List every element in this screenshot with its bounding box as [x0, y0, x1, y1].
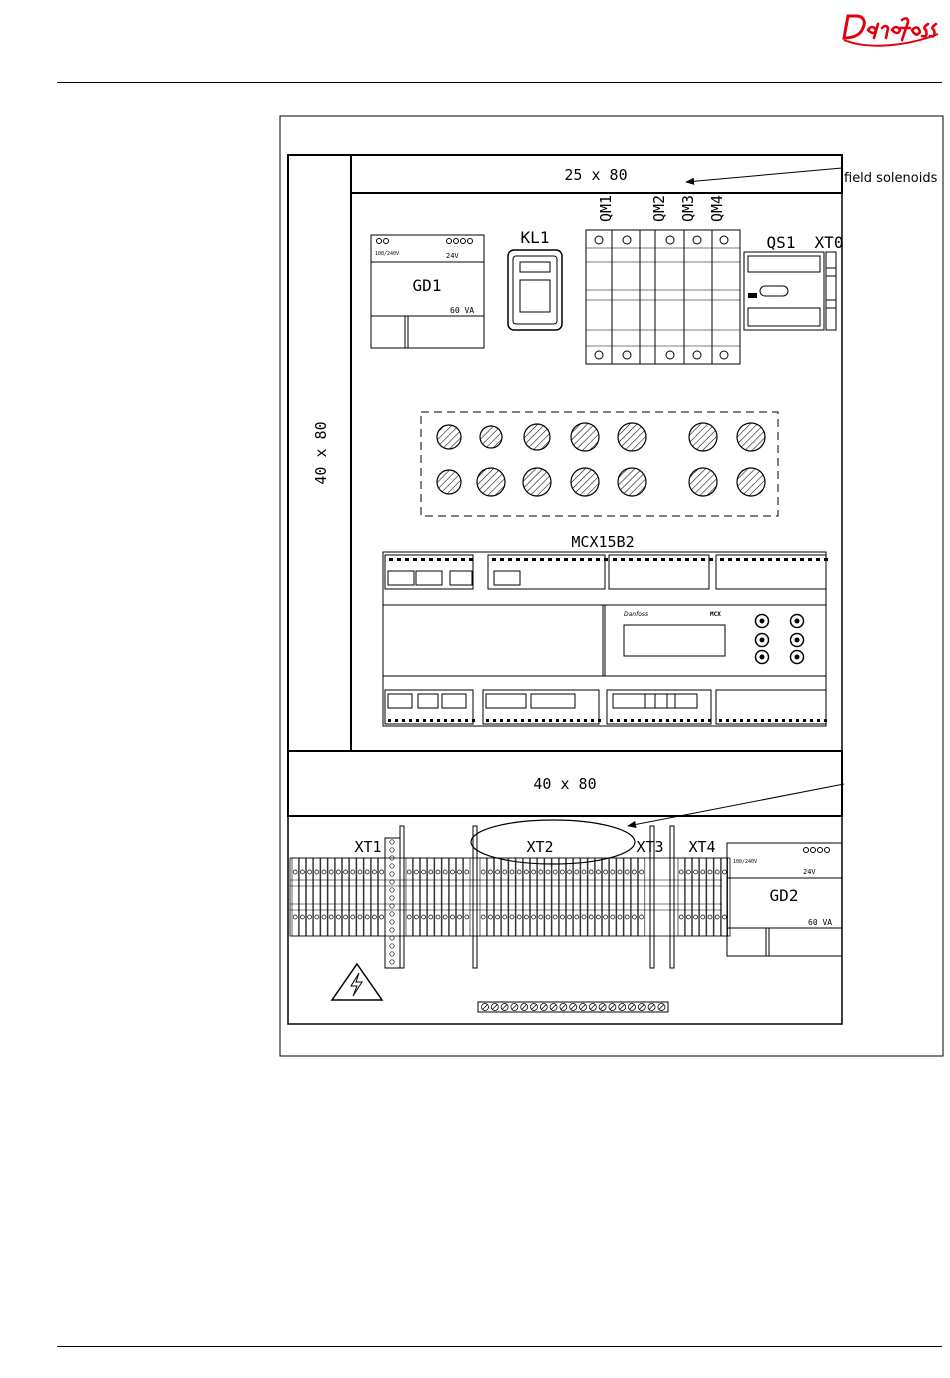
breaker-label-qm2: QM2	[650, 195, 668, 222]
gd1-label: GD1	[413, 276, 442, 295]
gd1-rating: 60 VA	[450, 306, 474, 315]
cable-gland-plate	[421, 412, 778, 516]
gd2-label: GD2	[770, 886, 799, 905]
duct-top-label: 25 x 80	[564, 166, 627, 184]
duct-left-label: 40 x 80	[312, 421, 330, 484]
field-solenoids-arrow-bottom	[628, 784, 844, 826]
gd2-output: 24V	[803, 868, 816, 876]
cable-gland	[523, 468, 551, 496]
ground-bar	[478, 1002, 668, 1012]
xt1-label: XT1	[354, 838, 381, 856]
qs1-switch: QS1	[744, 233, 824, 330]
gd1-power-supply: 100/240V 24V GD1 60 VA	[371, 235, 484, 348]
cable-gland	[480, 426, 502, 448]
cable-gland	[737, 423, 765, 451]
cable-gland	[477, 468, 505, 496]
xt0-label: XT0	[815, 233, 844, 252]
mcx15b2-label: MCX15B2	[571, 533, 634, 551]
breaker-label-qm4: QM4	[708, 195, 726, 222]
gd2-power-supply: 100/240V 24V GD2 60 VA	[727, 843, 842, 956]
cable-gland	[571, 423, 599, 451]
cable-gland	[689, 468, 717, 496]
cable-gland	[524, 424, 550, 450]
qm-breakers: QM1 QM2 QM3 QM4	[586, 195, 740, 364]
breaker-label-qm3: QM3	[679, 195, 697, 222]
breaker-label-qm1: QM1	[597, 195, 615, 222]
kl1-label: KL1	[521, 228, 550, 247]
qs1-label: QS1	[767, 233, 796, 252]
cable-gland	[437, 470, 461, 494]
gd2-input: 100/240V	[733, 859, 757, 865]
field-solenoids-label: field solenoids	[844, 171, 938, 186]
xt4-label: XT4	[688, 838, 715, 856]
gd1-output: 24V	[446, 252, 459, 260]
xt0-terminal: XT0	[815, 233, 844, 330]
xt2-label: XT2	[526, 838, 553, 856]
cable-gland	[618, 423, 646, 451]
electric-hazard-icon	[332, 964, 382, 1000]
duct-bottom-label: 40 x 80	[533, 775, 596, 793]
cable-gland	[437, 425, 461, 449]
cable-gland	[737, 468, 765, 496]
mcx15b2-controller: MCX15B2 Danfoss MCX	[383, 533, 828, 726]
gd1-input: 100/240V	[375, 251, 399, 257]
cable-gland	[571, 468, 599, 496]
kl1-relay: KL1	[508, 228, 562, 330]
cable-gland	[689, 423, 717, 451]
cable-gland	[618, 468, 646, 496]
mcx-model: MCX	[710, 611, 721, 618]
field-solenoids-arrow-top	[686, 168, 842, 182]
mcx-brand: Danfoss	[624, 611, 648, 618]
xt3-label: XT3	[636, 838, 663, 856]
gd2-rating: 60 VA	[808, 918, 832, 927]
